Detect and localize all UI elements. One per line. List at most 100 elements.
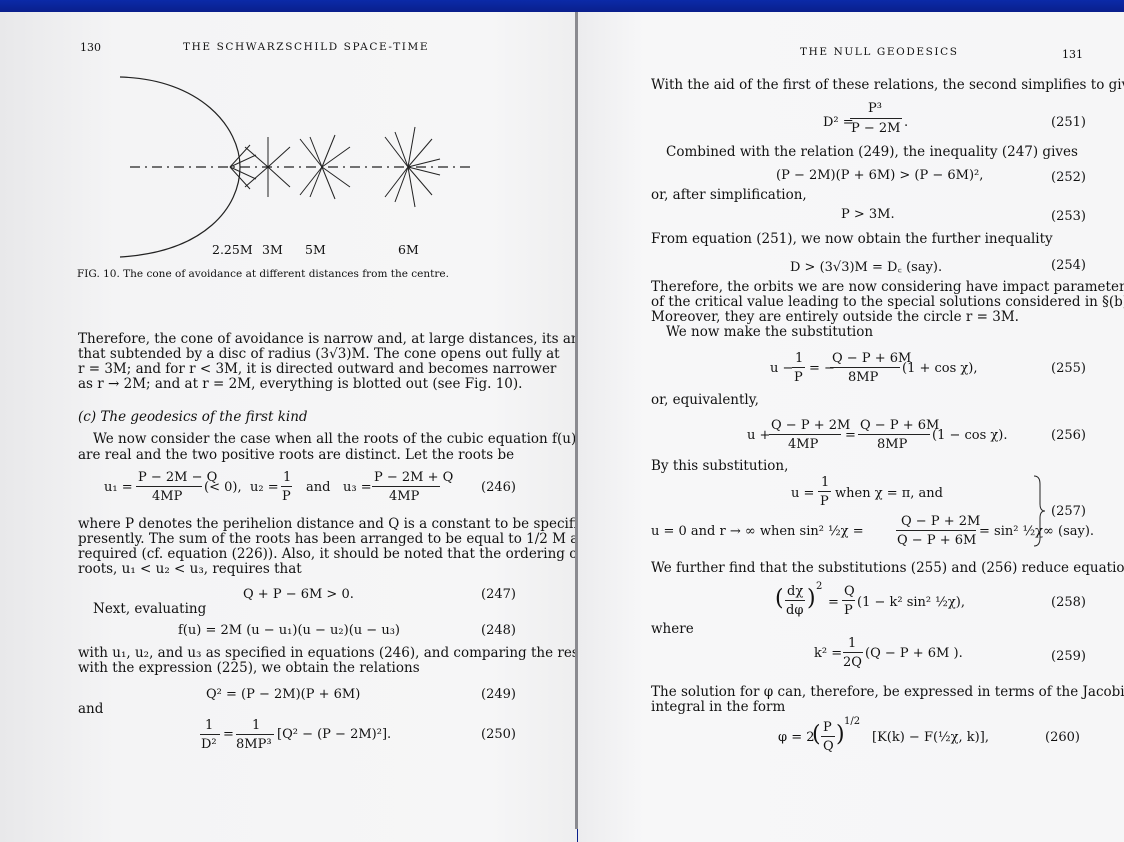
lhs: u + (747, 428, 771, 443)
tail: (Q − P + 6M ). (865, 646, 963, 661)
paragraph-line: By this substitution, (651, 458, 789, 474)
u1-numerator: P − 2M − Q (138, 470, 218, 485)
fraction-bar (785, 600, 805, 601)
lhs: k² = (814, 646, 843, 661)
u2-lhs: u₂ = (250, 480, 279, 495)
fraction-bar (830, 367, 900, 368)
lhs: φ = 2 (778, 730, 815, 745)
right-paren: ) (836, 722, 845, 747)
equation-number: (248) (481, 623, 516, 638)
paragraph-line: Moreover, they are entirely outside the … (651, 309, 1019, 325)
left-paren: ( (812, 722, 821, 747)
figure-label-5M: 5M (305, 242, 326, 257)
denominator: P − 2M (851, 121, 901, 136)
u1-lhs: u₁ = (104, 480, 133, 495)
equation-number: (260) (1045, 730, 1080, 745)
paragraph-line: with u₁, u₂, and u₃ as specified in equa… (78, 645, 577, 661)
denominator: 2Q (843, 655, 862, 670)
equals-sign: = (845, 428, 856, 443)
numerator: 1 (252, 718, 261, 733)
section-heading: (c) The geodesics of the first kind (78, 409, 308, 425)
fraction-bar (843, 652, 863, 653)
paragraph-line: presently. The sum of the roots has been… (78, 531, 577, 547)
running-head: THE SCHWARZSCHILD SPACE-TIME (183, 41, 430, 53)
paragraph-line: that subtended by a disc of radius (3√3)… (78, 346, 560, 362)
left-page: 130 THE SCHWARZSCHILD SPACE-TIME 2.25M (0, 12, 577, 842)
denominator: D² (201, 737, 217, 752)
cone-of-avoidance-figure (119, 76, 470, 258)
equals-sign: = (828, 595, 839, 610)
tail: [K(k) − F(½χ, k)], (872, 730, 989, 745)
equation-number: (251) (1051, 115, 1086, 130)
numerator: Q (844, 584, 855, 599)
equation-249: Q² = (P − 2M)(P + 6M) (206, 687, 361, 702)
paragraph-line: of the critical value leading to the spe… (651, 294, 1124, 310)
equation-number: (249) (481, 687, 516, 702)
numerator: Q − P + 2M (901, 514, 981, 529)
equation-254: D > (3√3)M = D꜀ (say). (790, 260, 943, 275)
paragraph-line: required (cf. equation (226)). Also, it … (78, 546, 577, 562)
cone-6M (384, 126, 441, 208)
fraction-bar (896, 530, 976, 531)
equation-number: (259) (1051, 649, 1086, 664)
tail: (1 + cos χ), (902, 361, 978, 376)
equation-number: (252) (1051, 170, 1086, 185)
denominator: 4MP (788, 437, 819, 452)
u3-numerator: P − 2M + Q (374, 470, 454, 485)
denominator: P (820, 494, 829, 509)
right-page: THE NULL GEODESICS 131 With the aid of t… (578, 12, 1124, 842)
equation-number: (254) (1051, 258, 1086, 273)
fraction-bar (858, 434, 930, 435)
paragraph-line: roots, u₁ < u₂ < u₃, requires that (78, 561, 302, 577)
paragraph-line: are real and the two positive roots are … (78, 447, 515, 463)
right-brace (1033, 475, 1046, 547)
denominator: Q (823, 739, 834, 754)
figure-label-6M: 6M (398, 242, 419, 257)
fraction-bar (136, 486, 202, 487)
u1-condition: (< 0), (204, 480, 242, 495)
fraction-bar (281, 486, 292, 487)
denominator: P (794, 370, 803, 385)
paragraph-line: Next, evaluating (93, 601, 207, 617)
and-word: and (306, 480, 331, 495)
paragraph-line: Therefore, the cone of avoidance is narr… (78, 331, 577, 347)
u2-denominator: P (282, 489, 291, 504)
row2-lhs: u = 0 and r → ∞ when sin² ½χ = (651, 524, 864, 539)
paragraph-line: integral in the form (651, 699, 786, 715)
paragraph-line: or, equivalently, (651, 392, 759, 408)
cone-3M (244, 137, 291, 197)
numerator: dχ (787, 584, 804, 599)
fraction-bar (818, 491, 831, 492)
cone-5M (299, 134, 351, 200)
and-word: and (78, 701, 104, 717)
equation-number: (250) (481, 727, 516, 742)
tail: (1 − k² sin² ½χ), (857, 595, 965, 610)
paragraph-line: or, after simplification, (651, 187, 807, 203)
paragraph-line: r = 3M; and for r < 3M, it is directed o… (78, 361, 557, 377)
slide-background-band (0, 0, 1124, 12)
equation-250-tail: [Q² − (P − 2M)²]. (277, 727, 392, 742)
running-head: THE NULL GEODESICS (800, 46, 959, 58)
fraction-bar (842, 600, 855, 601)
page-number: 131 (1062, 48, 1083, 61)
denominator: Q − P + 6M (897, 533, 977, 548)
equation-number: (258) (1051, 595, 1086, 610)
row1-tail: when χ = π, and (835, 486, 943, 501)
equals-minus: = − (809, 361, 835, 376)
fraction-bar (236, 734, 274, 735)
fraction-bar (821, 736, 835, 737)
paragraph-line: as r → 2M; and at r = 2M, everything is … (78, 376, 523, 392)
book-gutter (575, 12, 579, 829)
denominator: 8MP (848, 370, 879, 385)
u3-denominator: 4MP (389, 489, 420, 504)
equation-number: (256) (1051, 428, 1086, 443)
paragraph-line: Combined with the relation (249), the in… (666, 144, 1078, 160)
numerator: Q − P + 2M (771, 418, 851, 433)
equation-253: P > 3M. (841, 207, 895, 222)
exponent: 1/2 (844, 716, 861, 727)
paragraph-line: Therefore, the orbits we are now conside… (651, 279, 1124, 295)
denominator: dφ (786, 603, 804, 618)
fraction-bar (769, 434, 841, 435)
numerator: 1 (821, 475, 830, 490)
denominator: 8MP (877, 437, 908, 452)
